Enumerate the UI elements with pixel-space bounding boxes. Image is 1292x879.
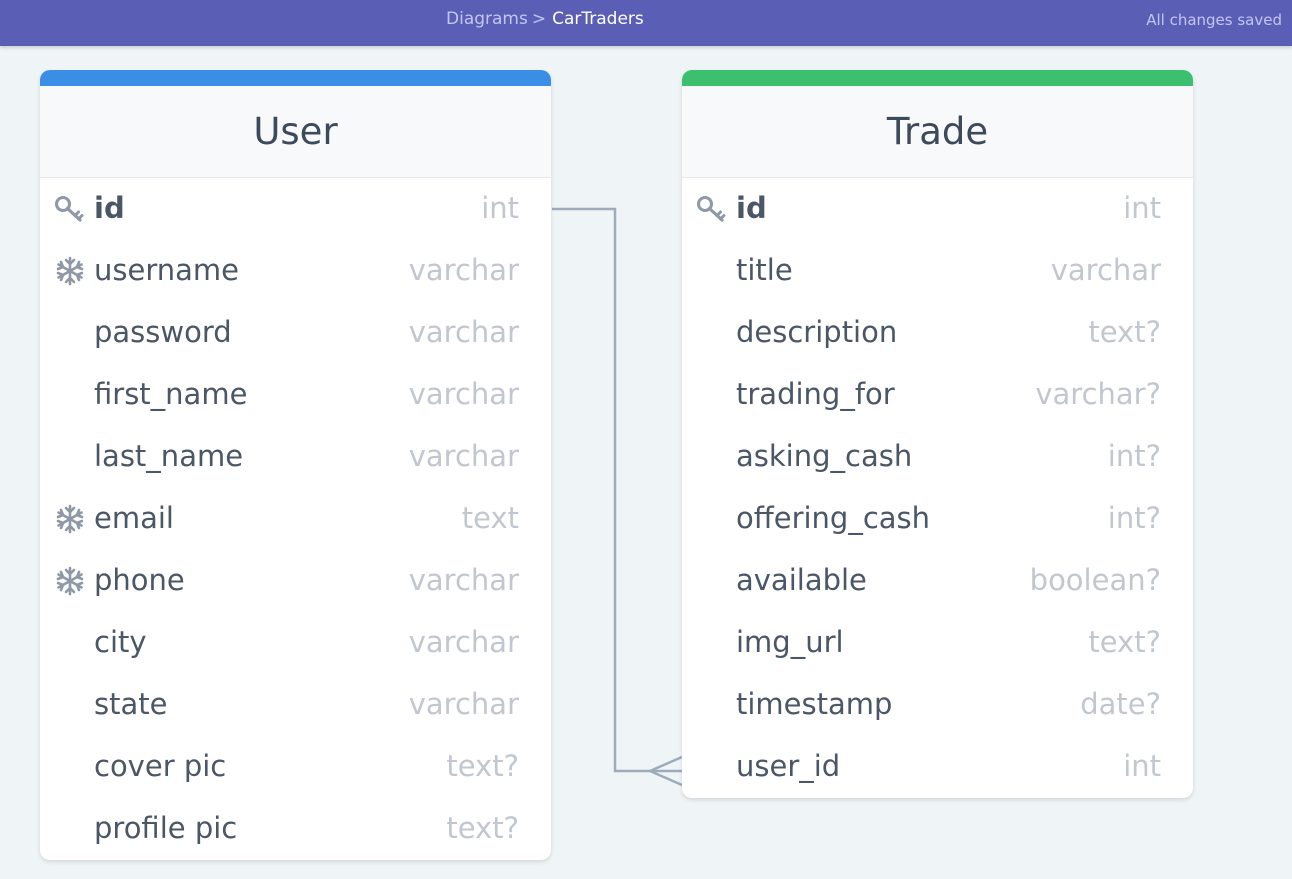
field-type: varchar (408, 315, 519, 349)
field-row-cover-pic[interactable]: cover pic text? (40, 736, 551, 798)
field-name: username (94, 253, 239, 287)
field-name: asking_cash (736, 439, 913, 473)
field-type: varchar (408, 625, 519, 659)
field-type: int (1123, 749, 1161, 783)
field-name: last_name (94, 439, 244, 473)
table-trade-accent-bar (682, 70, 1193, 86)
field-type: varchar (408, 563, 519, 597)
table-trade-header[interactable]: Trade (682, 86, 1193, 178)
table-trade-fields: id int title varchar description text? trading… (682, 178, 1193, 798)
snowflake-icon (54, 504, 86, 534)
diagram-title[interactable]: CarTraders (552, 9, 644, 29)
field-row-phone[interactable]: phone varchar (40, 550, 551, 612)
breadcrumb-separator: > (531, 9, 547, 29)
field-type: varchar (408, 439, 519, 473)
field-row-title[interactable]: title varchar (682, 240, 1193, 302)
field-row-trading-for[interactable]: trading_for varchar? (682, 364, 1193, 426)
field-type: text? (446, 811, 519, 845)
field-type: boolean? (1029, 563, 1161, 597)
field-type: int (1123, 191, 1161, 225)
breadcrumb-diagrams-link[interactable]: Diagrams (446, 9, 528, 29)
field-name: password (94, 315, 232, 349)
field-type: int (481, 191, 519, 225)
field-name: offering_cash (736, 501, 931, 535)
field-row-state[interactable]: state varchar (40, 674, 551, 736)
top-bar: Diagrams>CarTraders All changes saved (0, 0, 1292, 46)
field-type: date? (1080, 687, 1161, 721)
field-name: city (94, 625, 147, 659)
table-trade-title: Trade (886, 110, 989, 153)
table-user[interactable]: User id int username varchar password varchar… (40, 70, 551, 860)
field-type: text? (1088, 625, 1161, 659)
table-user-header[interactable]: User (40, 86, 551, 178)
field-row-last-name[interactable]: last_name varchar (40, 426, 551, 488)
field-name: cover pic (94, 749, 227, 783)
field-type: text (461, 501, 519, 535)
field-row-email[interactable]: email text (40, 488, 551, 550)
field-name: title (736, 253, 793, 287)
field-type: varchar (1050, 253, 1161, 287)
field-row-description[interactable]: description text? (682, 302, 1193, 364)
field-name: phone (94, 563, 185, 597)
field-row-asking-cash[interactable]: asking_cash int? (682, 426, 1193, 488)
field-name: profile pic (94, 811, 238, 845)
key-icon (54, 194, 86, 224)
field-type: text? (1088, 315, 1161, 349)
field-row-img-url[interactable]: img_url text? (682, 612, 1193, 674)
field-type: varchar (408, 687, 519, 721)
key-icon (696, 194, 728, 224)
field-name: id (736, 191, 767, 225)
field-row-first-name[interactable]: first_name varchar (40, 364, 551, 426)
field-type: varchar (408, 377, 519, 411)
field-row-id[interactable]: id int (682, 178, 1193, 240)
field-row-profile-pic[interactable]: profile pic text? (40, 798, 551, 860)
field-row-password[interactable]: password varchar (40, 302, 551, 364)
field-row-timestamp[interactable]: timestamp date? (682, 674, 1193, 736)
snowflake-icon (54, 256, 86, 286)
breadcrumb: Diagrams>CarTraders (446, 9, 644, 29)
field-name: state (94, 687, 168, 721)
field-row-username[interactable]: username varchar (40, 240, 551, 302)
field-row-available[interactable]: available boolean? (682, 550, 1193, 612)
field-name: id (94, 191, 125, 225)
table-user-accent-bar (40, 70, 551, 86)
field-name: timestamp (736, 687, 893, 721)
field-name: email (94, 501, 174, 535)
field-name: trading_for (736, 377, 895, 411)
field-type: int? (1107, 439, 1161, 473)
field-type: varchar (408, 253, 519, 287)
field-name: description (736, 315, 898, 349)
field-name: available (736, 563, 867, 597)
crow-foot-many-marker (649, 755, 683, 787)
field-row-city[interactable]: city varchar (40, 612, 551, 674)
field-row-offering-cash[interactable]: offering_cash int? (682, 488, 1193, 550)
field-name: img_url (736, 625, 844, 659)
table-user-title: User (253, 110, 338, 153)
table-trade[interactable]: Trade id int title varchar description text? t… (682, 70, 1193, 798)
field-row-id[interactable]: id int (40, 178, 551, 240)
field-type: text? (446, 749, 519, 783)
field-type: int? (1107, 501, 1161, 535)
field-name: first_name (94, 377, 248, 411)
field-type: varchar? (1035, 377, 1161, 411)
field-row-user-id[interactable]: user_id int (682, 736, 1193, 798)
snowflake-icon (54, 566, 86, 596)
field-name: user_id (736, 749, 841, 783)
save-status: All changes saved (1146, 11, 1282, 29)
